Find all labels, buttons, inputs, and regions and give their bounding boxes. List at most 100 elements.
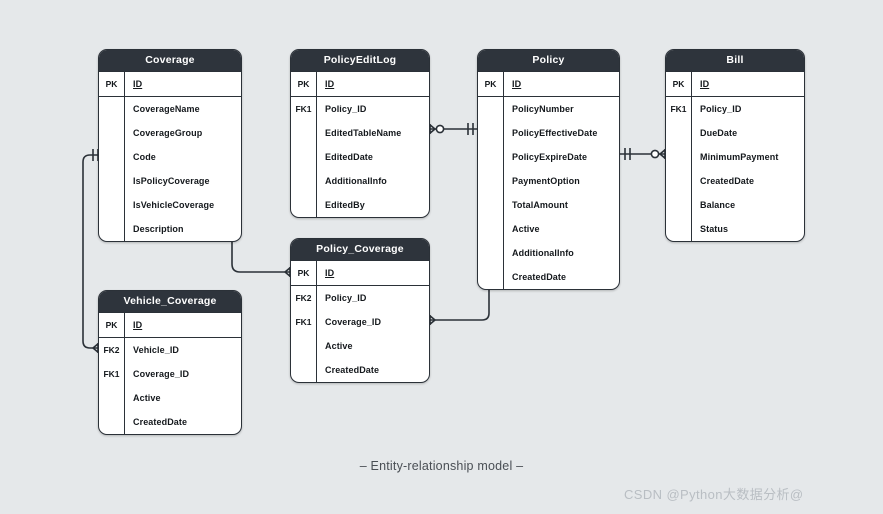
attribute-key (478, 121, 504, 145)
cardinality-one-policy-bill (624, 148, 631, 160)
entity-title-vehicle_coverage: Vehicle_Coverage (99, 291, 241, 313)
attribute-name: Active (325, 341, 353, 351)
attribute-key (666, 145, 692, 169)
attribute-name: PolicyExpireDate (512, 152, 588, 162)
attribute-key: FK1 (666, 97, 692, 121)
attribute-key (291, 334, 317, 358)
attribute-key (478, 265, 504, 289)
attribute-key (666, 193, 692, 217)
attribute-row[interactable]: PK ID (99, 313, 241, 338)
attribute-row[interactable]: TotalAmount (478, 193, 619, 217)
attribute-name: ID (133, 320, 143, 330)
attribute-key (99, 121, 125, 145)
attribute-row[interactable]: EditedDate (291, 145, 429, 169)
attribute-key (666, 121, 692, 145)
attribute-name: Status (700, 224, 729, 234)
attribute-name: DueDate (700, 128, 738, 138)
attribute-row[interactable]: EditedBy (291, 193, 429, 217)
attribute-row[interactable]: AdditionalInfo (291, 169, 429, 193)
attribute-row[interactable]: CreatedDate (291, 358, 429, 382)
attribute-row[interactable]: PolicyExpireDate (478, 145, 619, 169)
attribute-name: ID (700, 79, 710, 89)
connector-coverage-policycoverage (231, 237, 290, 273)
attribute-name: IsPolicyCoverage (133, 176, 210, 186)
attribute-name: Description (133, 224, 184, 234)
attribute-row[interactable]: Code (99, 145, 241, 169)
attribute-row[interactable]: CreatedDate (478, 265, 619, 289)
attribute-row[interactable]: Active (291, 334, 429, 358)
attribute-key (478, 97, 504, 121)
attribute-key (99, 169, 125, 193)
attribute-name: AdditionalInfo (512, 248, 574, 258)
attribute-key (291, 169, 317, 193)
attribute-name: Balance (700, 200, 736, 210)
attribute-name: Policy_ID (325, 293, 367, 303)
attribute-row[interactable]: Balance (666, 193, 804, 217)
attribute-row[interactable]: IsPolicyCoverage (99, 169, 241, 193)
attribute-row[interactable]: EditedTableName (291, 121, 429, 145)
attribute-row[interactable]: Active (478, 217, 619, 241)
attribute-row[interactable]: MinimumPayment (666, 145, 804, 169)
attribute-key (478, 169, 504, 193)
attribute-name: CreatedDate (133, 417, 188, 427)
attribute-name: IsVehicleCoverage (133, 200, 215, 210)
attribute-row[interactable]: Active (99, 386, 241, 410)
attribute-name: AdditionalInfo (325, 176, 387, 186)
attribute-name: ID (325, 268, 335, 278)
attribute-name: ID (325, 79, 335, 89)
attribute-name: Code (133, 152, 156, 162)
attribute-name: PolicyEffectiveDate (512, 128, 598, 138)
entity-title-policy_coverage: Policy_Coverage (291, 239, 429, 261)
attribute-row[interactable]: IsVehicleCoverage (99, 193, 241, 217)
attribute-row[interactable]: PolicyEffectiveDate (478, 121, 619, 145)
attribute-row[interactable]: Description (99, 217, 241, 241)
attribute-key: PK (478, 72, 504, 96)
attribute-row[interactable]: DueDate (666, 121, 804, 145)
attribute-key (99, 386, 125, 410)
connector-coverage-vehiclecoverage (82, 154, 98, 349)
attribute-name: EditedBy (325, 200, 365, 210)
attribute-row[interactable]: Status (666, 217, 804, 241)
attribute-key (291, 193, 317, 217)
attribute-key (666, 169, 692, 193)
attribute-name: EditedDate (325, 152, 374, 162)
attribute-row[interactable]: CoverageGroup (99, 121, 241, 145)
attribute-row[interactable]: AdditionalInfo (478, 241, 619, 265)
attribute-name: MinimumPayment (700, 152, 779, 162)
attribute-key: PK (291, 261, 317, 285)
attribute-row[interactable]: CreatedDate (666, 169, 804, 193)
attribute-row[interactable]: PK ID (291, 261, 429, 286)
attribute-name: Active (512, 224, 540, 234)
attribute-name: CreatedDate (512, 272, 567, 282)
watermark: CSDN @Python大数据分析@ (624, 487, 804, 502)
attribute-row[interactable]: CoverageName (99, 97, 241, 121)
cardinality-zero-bill (650, 149, 660, 159)
attribute-key (291, 145, 317, 169)
attribute-key: PK (99, 313, 125, 337)
attribute-key (478, 241, 504, 265)
attribute-key: PK (99, 72, 125, 96)
attribute-key: FK2 (99, 338, 125, 362)
attribute-row[interactable]: PolicyNumber (478, 97, 619, 121)
attribute-row[interactable]: PaymentOption (478, 169, 619, 193)
attribute-row[interactable]: CreatedDate (99, 410, 241, 434)
